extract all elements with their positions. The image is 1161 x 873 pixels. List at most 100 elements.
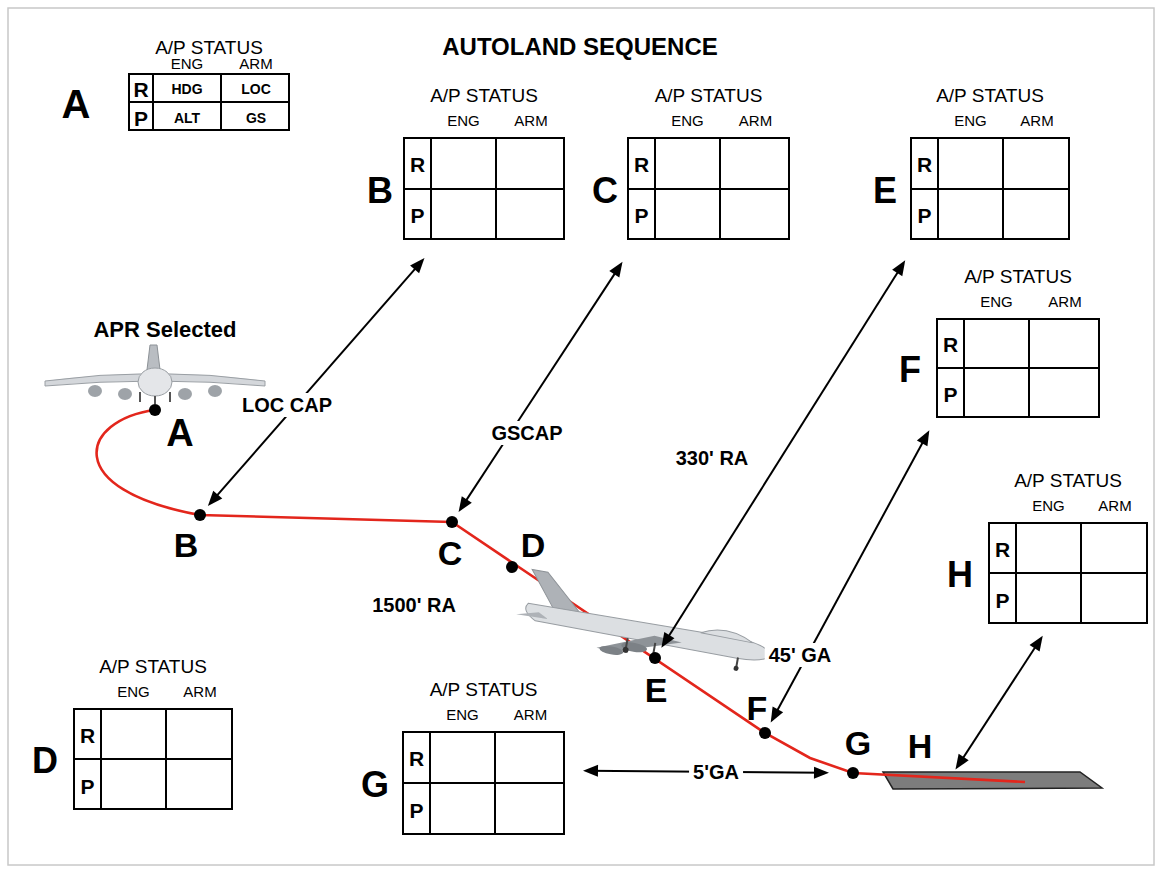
arrow-head xyxy=(1030,636,1043,652)
grid-line xyxy=(128,101,290,103)
landing-gear xyxy=(140,392,170,404)
edge-label: GSCAP xyxy=(487,421,566,445)
arrow-head xyxy=(955,754,968,770)
column-header: ARM xyxy=(739,113,772,128)
table-letter: G xyxy=(361,767,389,803)
arrow-head xyxy=(661,632,674,648)
path-point xyxy=(446,516,458,528)
table-heading: A/P STATUS xyxy=(1014,471,1122,490)
row-header: P xyxy=(995,589,1009,610)
column-header: ENG xyxy=(171,56,204,71)
connector xyxy=(459,262,623,512)
grid-line xyxy=(73,758,233,760)
aircraft-front xyxy=(45,345,265,404)
path-point xyxy=(149,404,161,416)
engine xyxy=(208,385,222,397)
grid-line xyxy=(910,188,1070,190)
edge-label: 5'GA xyxy=(689,760,743,784)
table-letter: C xyxy=(592,173,618,209)
landing-gear xyxy=(625,638,738,670)
point-letter: E xyxy=(645,673,668,707)
status-table: A/P STATUSBENGARMRP xyxy=(403,137,565,240)
table-heading: A/P STATUS xyxy=(964,267,1072,286)
edge-label: 45' GA xyxy=(765,643,836,667)
column-header: ENG xyxy=(980,294,1013,309)
connector xyxy=(955,636,1042,770)
mode-cell: GS xyxy=(246,111,266,125)
column-header: ENG xyxy=(954,113,987,128)
page-border xyxy=(8,8,1154,865)
arrow-head xyxy=(892,260,905,276)
table-letter: A xyxy=(62,84,91,124)
upper-deck xyxy=(701,627,754,643)
status-table: A/P STATUSGENGARMRP xyxy=(402,731,565,835)
fuselage xyxy=(523,601,772,664)
wheel xyxy=(622,646,629,653)
table-heading: A/P STATUS xyxy=(936,86,1044,105)
row-header: R xyxy=(943,334,958,355)
fuselage xyxy=(138,368,172,396)
row-header: R xyxy=(80,724,95,745)
column-header: ENG xyxy=(671,113,704,128)
annotation: 1500' RA xyxy=(372,595,456,615)
path-point xyxy=(944,772,956,784)
grid-line xyxy=(627,188,790,190)
column-header: ENG xyxy=(446,707,479,722)
path-point xyxy=(506,561,518,573)
table-letter: H xyxy=(947,557,973,593)
connector xyxy=(208,258,425,506)
row-header: R xyxy=(917,153,932,174)
row-header: P xyxy=(409,800,423,821)
point-letter: G xyxy=(845,726,871,760)
table-heading: A/P STATUS xyxy=(655,86,763,105)
point-letter: B xyxy=(174,528,199,562)
point-letter: H xyxy=(908,729,933,763)
wing xyxy=(596,626,682,663)
connector-line xyxy=(773,434,928,719)
row-header: P xyxy=(410,205,424,226)
connector-line xyxy=(211,261,422,503)
row-header: P xyxy=(943,384,957,405)
grid-line xyxy=(403,188,565,190)
arrow-head xyxy=(583,765,598,777)
engine xyxy=(621,641,648,654)
path-point xyxy=(847,767,859,779)
row-header: R xyxy=(410,153,425,174)
path-point xyxy=(759,727,771,739)
diagram-title: AUTOLAND SEQUENCE xyxy=(442,35,718,59)
connector-line xyxy=(461,265,621,509)
engine xyxy=(118,388,132,400)
row-header: R xyxy=(133,78,148,99)
mode-cell: LOC xyxy=(241,82,271,96)
arrow-head xyxy=(771,706,783,722)
status-table: A/P STATUSAENGARMRPHDGLOCALTGS xyxy=(128,73,290,131)
status-table: A/P STATUSCENGARMRP xyxy=(627,137,790,240)
point-letter: C xyxy=(438,536,463,570)
column-header: ENG xyxy=(117,684,150,699)
row-header: R xyxy=(995,538,1010,559)
arrow-head xyxy=(917,430,929,446)
column-header: ARM xyxy=(1020,113,1053,128)
table-heading: A/P STATUS xyxy=(430,86,538,105)
row-header: P xyxy=(80,775,94,796)
table-heading: A/P STATUS xyxy=(430,680,538,699)
arrow-head xyxy=(459,496,472,512)
arrow-head xyxy=(208,491,222,506)
grid-line xyxy=(936,367,1100,369)
row-header: P xyxy=(134,107,148,128)
edge-label: 330' RA xyxy=(672,446,753,470)
column-header: ARM xyxy=(239,56,272,71)
status-table: A/P STATUSFENGARMRP xyxy=(936,318,1100,418)
connector-line xyxy=(664,264,904,645)
column-header: ARM xyxy=(1098,498,1131,513)
table-letter: D xyxy=(32,743,58,779)
edge-label: LOC CAP xyxy=(238,393,336,417)
path-point xyxy=(194,509,206,521)
path-point xyxy=(649,652,661,664)
row-header: R xyxy=(409,748,424,769)
stabilizer xyxy=(516,608,549,619)
grid-line xyxy=(402,782,565,784)
column-header: ARM xyxy=(1048,294,1081,309)
connector xyxy=(771,430,930,722)
table-heading: A/P STATUS xyxy=(155,38,263,57)
